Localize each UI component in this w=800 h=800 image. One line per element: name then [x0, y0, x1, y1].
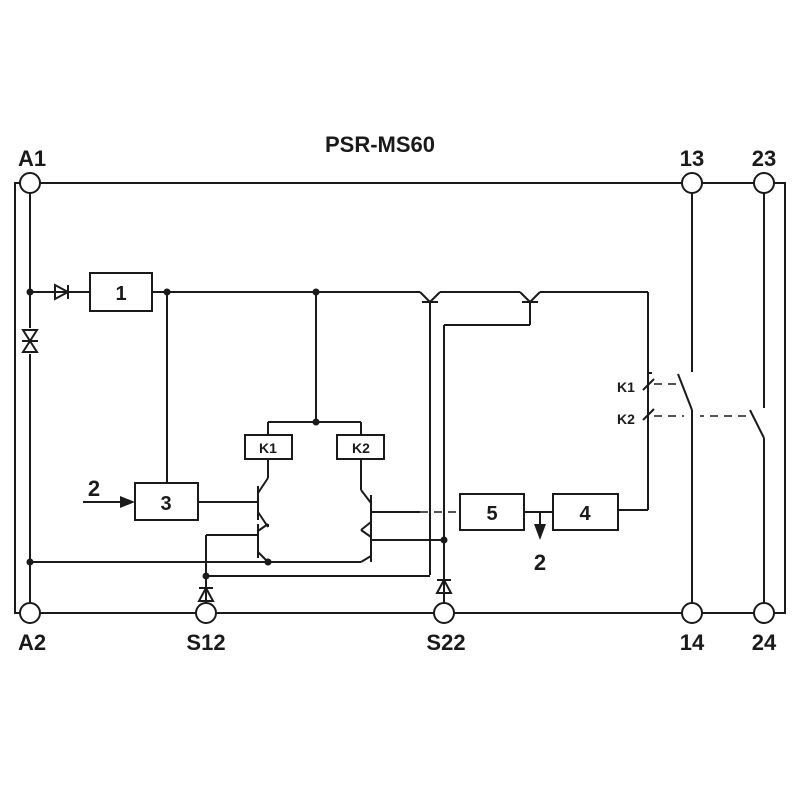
terminal-23 — [753, 172, 775, 194]
terminal-s12-label: S12 — [186, 630, 225, 655]
terminal-24 — [753, 602, 775, 624]
terminal-s22-label: S22 — [426, 630, 465, 655]
junction-dot — [26, 288, 34, 296]
terminal-s12 — [195, 602, 217, 624]
terminal-14-label: 14 — [680, 630, 705, 655]
arrow-right-icon — [120, 496, 135, 508]
junction-dot — [440, 536, 448, 544]
block-1-label: 1 — [115, 283, 126, 305]
terminal-13-label: 13 — [680, 146, 704, 171]
junction-dot — [26, 558, 34, 566]
contact-k1-label: K1 — [617, 379, 635, 395]
diagram-title: PSR-MS60 — [325, 132, 435, 157]
terminal-24-label: 24 — [752, 630, 777, 655]
output-contact-13-14-icon — [677, 360, 700, 420]
transistor-icon — [419, 291, 441, 575]
supply-diode-icon — [54, 283, 71, 301]
block-4 — [552, 493, 619, 531]
input-2-label: 2 — [88, 476, 100, 501]
junction-dot — [264, 558, 272, 566]
transistor-icon — [360, 489, 372, 531]
transistor-icon — [257, 523, 269, 563]
contact-k1-icon — [642, 372, 655, 391]
input-diode-icon — [197, 583, 215, 603]
contact-k2-icon — [642, 408, 655, 421]
junction-dot — [312, 418, 320, 426]
transistor-icon — [360, 529, 372, 563]
junction-dot — [202, 572, 210, 580]
transistor-icon — [443, 291, 541, 597]
suppressor-diode-icon — [21, 328, 39, 354]
block-5-label: 5 — [486, 503, 497, 525]
transistor-icon — [257, 477, 269, 528]
block-3-label: 3 — [160, 493, 171, 515]
terminal-a2 — [19, 602, 41, 624]
input-diode-icon — [435, 575, 453, 613]
terminal-14 — [681, 602, 703, 624]
block-1 — [89, 272, 153, 312]
relay-coil-k1-label: K1 — [259, 440, 277, 456]
output-2-label: 2 — [534, 550, 546, 575]
relay-coil-k2-label: K2 — [352, 440, 370, 456]
housing-frame — [14, 182, 786, 614]
arrow-down-icon — [534, 524, 546, 540]
output-contact-23-24-icon — [749, 396, 772, 448]
terminal-s22 — [433, 602, 455, 624]
terminal-13 — [681, 172, 703, 194]
relay-coil-k2 — [336, 434, 385, 460]
contact-k2-label: K2 — [617, 411, 635, 427]
terminal-23-label: 23 — [752, 146, 776, 171]
terminal-a1-label: A1 — [18, 146, 46, 171]
relay-coil-k1 — [244, 434, 293, 460]
terminal-a1 — [19, 172, 41, 194]
block-3 — [134, 482, 199, 521]
block-4-label: 4 — [579, 503, 591, 525]
terminal-a2-label: A2 — [18, 630, 46, 655]
